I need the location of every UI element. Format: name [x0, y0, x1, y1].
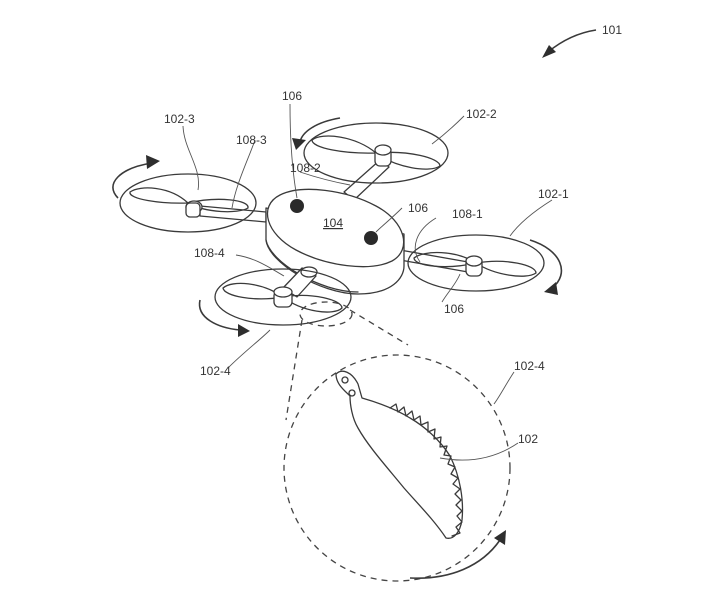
label-102-1: 102-1 [538, 187, 569, 201]
detail-callout [283, 301, 511, 582]
label-104: 104 [323, 216, 343, 230]
label-102-3: 102-3 [164, 112, 195, 126]
leader-lines [182, 103, 553, 461]
rotation-arrow-102-2 [292, 117, 341, 150]
sensor-106-top [290, 199, 304, 213]
rotor-102-2 [303, 122, 449, 184]
rotation-arrow-102-4 [198, 299, 250, 337]
label-108-1: 108-1 [452, 207, 483, 221]
rotation-arrow-102-1 [529, 239, 563, 295]
rotation-arrow-102-3 [112, 155, 160, 199]
label-106-right: 106 [408, 201, 428, 215]
label-102-2: 102-2 [466, 107, 497, 121]
label-108-3: 108-3 [236, 133, 267, 147]
label-108-4: 108-4 [194, 246, 225, 260]
label-108-2: 108-2 [290, 161, 321, 175]
sensor-106-right [364, 231, 378, 245]
figure-ref-arrow [542, 29, 597, 58]
label-102: 102 [518, 432, 538, 446]
arm-108-3 [199, 205, 267, 223]
rotation-arrow-detail [409, 530, 506, 579]
label-106-top: 106 [282, 89, 302, 103]
rotor-102-1 [407, 234, 545, 292]
rotor-102-4 [214, 268, 352, 326]
rotor-102-3 [119, 173, 257, 233]
label-102-4-detail: 102-4 [514, 359, 545, 373]
label-102-4: 102-4 [200, 364, 231, 378]
detail-circle [283, 354, 511, 582]
label-106-rotor1: 106 [444, 302, 464, 316]
arm-108-1 [399, 249, 469, 273]
label-101: 101 [602, 23, 622, 37]
propeller-blade-102 [335, 370, 464, 539]
